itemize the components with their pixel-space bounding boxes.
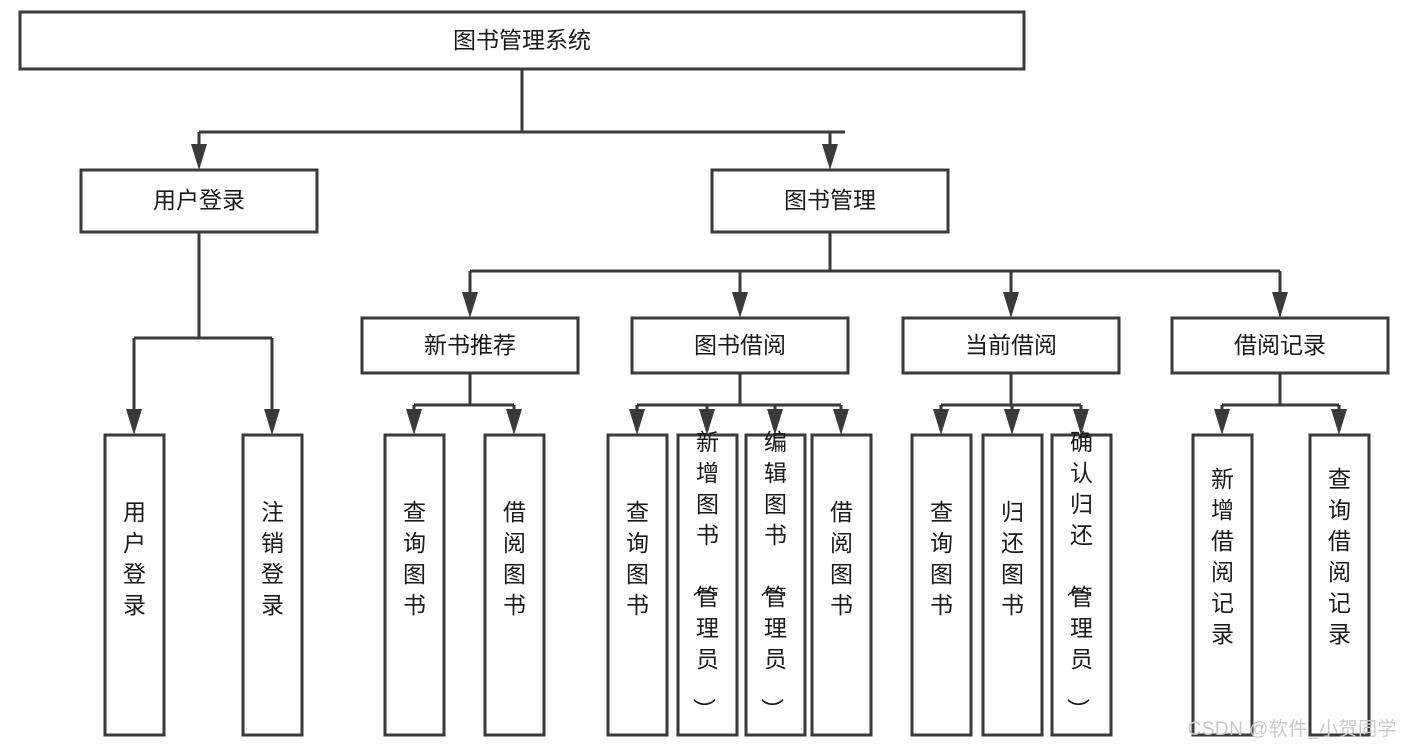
- leaf-node-7-借阅图书[interactable]: 借阅图书: [810, 433, 873, 737]
- node-new-book-recommend-rect[interactable]: [360, 316, 580, 375]
- connector-layer: [126, 69, 1347, 435]
- edge-root-to-level2-trunk: [197, 69, 845, 152]
- node-current-borrow-label: 当前借阅: [965, 332, 1057, 358]
- leaf-node-rect[interactable]: [103, 433, 166, 737]
- edge-newbook-to-leaves-trunk: [412, 373, 516, 410]
- arrowhead-leaf-query-book-1: [406, 409, 422, 435]
- node-user-login[interactable]: 用户登录: [79, 168, 319, 234]
- leaf-node-2-查询图书[interactable]: 查询图书: [383, 433, 446, 737]
- leaf-node-label: 新增图书（管理员）: [691, 429, 719, 721]
- arrowhead-leaf-query-book-3: [933, 409, 949, 435]
- node-book-management-label: 图书管理: [784, 187, 876, 213]
- node-book-borrow-rect[interactable]: [630, 316, 850, 375]
- leaf-node-rect[interactable]: [981, 433, 1044, 737]
- arrowhead-leaf-confirm-return: [1073, 409, 1089, 435]
- node-book-management-rect[interactable]: [710, 168, 950, 234]
- node-root-system[interactable]: 图书管理系统: [18, 10, 1026, 71]
- arrowhead-leaf-logout: [264, 409, 280, 435]
- arrowhead-to-borrow-record: [1272, 292, 1288, 318]
- leaf-node-label: 查询借阅记录: [1328, 466, 1351, 647]
- node-borrow-record-label: 借阅记录: [1234, 332, 1326, 358]
- arrowhead-leaf-edit-book: [767, 409, 783, 435]
- leaf-node-11-新增借阅记录[interactable]: 新增借阅记录: [1191, 433, 1254, 737]
- edge-borrowrecord-to-leaves-trunk: [1220, 373, 1341, 410]
- leaf-node-rect[interactable]: [606, 433, 669, 737]
- node-book-management[interactable]: 图书管理: [710, 168, 950, 234]
- leaf-node-rect[interactable]: [676, 433, 739, 737]
- arrowhead-to-book-manage: [822, 144, 838, 170]
- arrowhead-leaf-borrow-book-2: [833, 409, 849, 435]
- node-book-borrow-label: 图书借阅: [694, 332, 786, 358]
- leaf-node-label: 归还图书: [1001, 499, 1024, 618]
- leaf-node-1-注销登录[interactable]: 注销登录: [241, 433, 304, 737]
- arrowhead-to-new-book-rec: [462, 292, 478, 318]
- leaf-node-layer: 用户登录 注销登录 查询图书 借阅图书 查询图书 新增图书（管理员） 编辑图书（管理员） 借阅…: [103, 429, 1371, 737]
- arrowhead-leaf-add-book: [699, 409, 715, 435]
- leaf-node-label: 确认归还（管理员）: [1065, 429, 1093, 721]
- leaf-node-rect[interactable]: [744, 433, 807, 737]
- node-borrow-record-rect[interactable]: [1170, 316, 1390, 375]
- leaf-node-rect[interactable]: [1191, 433, 1254, 737]
- node-current-borrow[interactable]: 当前借阅: [901, 316, 1121, 375]
- leaf-node-rect[interactable]: [483, 433, 546, 737]
- arrowhead-leaf-query-book-2: [629, 409, 645, 435]
- leaf-node-8-查询图书[interactable]: 查询图书: [910, 433, 973, 737]
- arrowhead-leaf-query-record: [1331, 409, 1347, 435]
- edge-bookmanage-to-level3-trunk: [468, 232, 1282, 292]
- arrowhead-to-user-login: [191, 144, 207, 170]
- arrowhead-leaf-add-record: [1214, 409, 1230, 435]
- leaf-node-rect[interactable]: [1050, 433, 1113, 737]
- leaf-node-12-查询借阅记录[interactable]: 查询借阅记录: [1308, 433, 1371, 737]
- leaf-node-rect[interactable]: [241, 433, 304, 737]
- node-borrow-record[interactable]: 借阅记录: [1170, 316, 1390, 375]
- leaf-node-rect[interactable]: [1308, 433, 1371, 737]
- leaf-node-label: 新增借阅记录: [1211, 466, 1234, 647]
- leaf-node-rect[interactable]: [810, 433, 873, 737]
- edge-bookborrow-to-leaves-trunk: [635, 373, 843, 410]
- leaf-node-0-用户登录[interactable]: 用户登录: [103, 433, 166, 737]
- leaf-node-label: 查询图书: [403, 499, 426, 618]
- edge-userlogin-to-leaves-trunk: [132, 232, 274, 410]
- edge-currentborrow-to-leaves-trunk: [939, 373, 1083, 410]
- arrowhead-to-book-borrow: [732, 292, 748, 318]
- node-root-label: 图书管理系统: [453, 27, 591, 53]
- leaf-node-label: 借阅图书: [830, 499, 853, 618]
- leaf-node-label: 查询图书: [626, 499, 649, 618]
- node-new-book-recommend[interactable]: 新书推荐: [360, 316, 580, 375]
- leaf-node-label: 编辑图书（管理员）: [759, 429, 787, 721]
- node-user-login-rect[interactable]: [79, 168, 319, 234]
- leaf-node-label: 查询图书: [930, 499, 953, 618]
- arrowhead-leaf-borrow-book-1: [506, 409, 522, 435]
- leaf-node-5-新增图书管理员[interactable]: 新增图书（管理员）: [676, 429, 739, 737]
- leaf-node-rect[interactable]: [910, 433, 973, 737]
- arrowhead-leaf-user-login: [126, 409, 142, 435]
- leaf-node-6-编辑图书管理员[interactable]: 编辑图书（管理员）: [744, 429, 807, 737]
- leaf-node-4-查询图书[interactable]: 查询图书: [606, 433, 669, 737]
- leaf-node-label: 借阅图书: [503, 499, 526, 618]
- leaf-node-9-归还图书[interactable]: 归还图书: [981, 433, 1044, 737]
- leaf-node-label: 用户登录: [123, 499, 146, 618]
- node-new-book-recommend-label: 新书推荐: [424, 332, 516, 358]
- node-user-login-label: 用户登录: [153, 187, 245, 213]
- leaf-node-rect[interactable]: [383, 433, 446, 737]
- leaf-node-3-借阅图书[interactable]: 借阅图书: [483, 433, 546, 737]
- node-current-borrow-rect[interactable]: [901, 316, 1121, 375]
- arrowhead-leaf-return-book: [1004, 409, 1020, 435]
- leaf-node-label: 注销登录: [261, 499, 284, 618]
- arrowhead-to-current-borrow: [1003, 292, 1019, 318]
- node-root-rect[interactable]: [18, 10, 1026, 71]
- node-book-borrow[interactable]: 图书借阅: [630, 316, 850, 375]
- leaf-node-10-确认归还管理员[interactable]: 确认归还（管理员）: [1050, 429, 1113, 737]
